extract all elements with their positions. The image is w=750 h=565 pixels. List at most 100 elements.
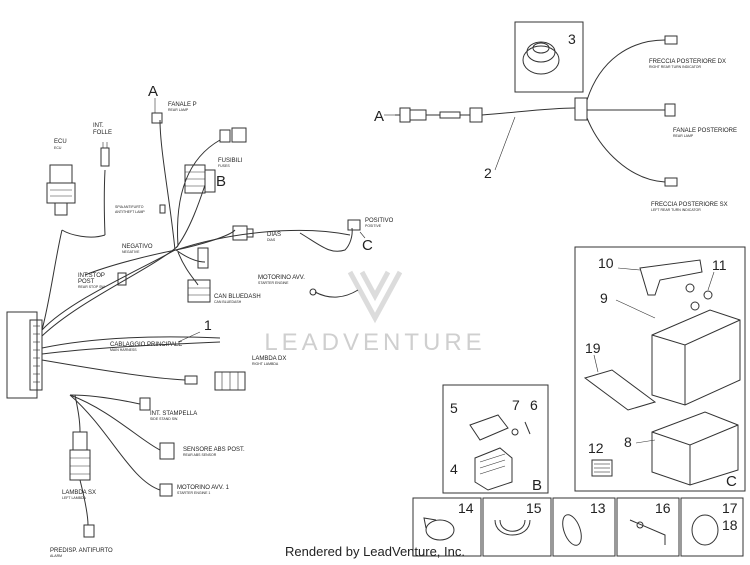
grommet-box	[514, 21, 584, 93]
label-fusibili: FUSIBILI	[218, 158, 243, 164]
watermark-logo-icon	[347, 270, 403, 324]
bracket-16-icon	[629, 519, 666, 545]
rear-connector-a	[399, 107, 411, 123]
label-negativo-sub: NEGATIVE	[122, 250, 140, 254]
battery-box-frame	[574, 246, 746, 492]
callout-13: 13	[590, 500, 606, 516]
dias-connector	[232, 225, 248, 241]
callout-15: 15	[526, 500, 542, 516]
abs-sensor-connector	[159, 442, 175, 460]
callout-a-harness: A	[148, 83, 158, 100]
starter-1-connector	[159, 483, 173, 497]
label-motorino-avv-sub: STARTER ENGINE	[258, 281, 289, 285]
callout-4: 4	[450, 461, 458, 477]
starter-lead	[314, 289, 359, 298]
fuse-screw	[524, 421, 531, 435]
callout-18: 18	[722, 517, 738, 533]
callout-9: 9	[600, 290, 608, 306]
label-int-stop-sub: REAR STOP SW	[78, 285, 105, 289]
callout-c-harness: C	[362, 237, 373, 254]
label-motorino-avv: MOTORINO AVV.	[258, 275, 305, 281]
label-fanale-post-sub: REAR LAMP	[673, 134, 694, 138]
starter-terminal	[309, 288, 317, 296]
screw-11b	[703, 290, 713, 300]
fuse-box-frame	[442, 384, 549, 494]
hose-clamp-17-icon	[691, 514, 719, 546]
can-bluedash-connector	[187, 279, 211, 303]
battery-pad	[583, 369, 657, 411]
rear-lamp-connector-post	[664, 103, 676, 117]
rear-harness-wire	[481, 107, 576, 116]
dashboard-connector	[6, 311, 38, 399]
label-int-stampella-sub: SIDE STAND SW.	[150, 417, 178, 421]
label-int-folle-2: FOLLE	[93, 130, 112, 136]
label-int-stop: INT.STOP	[78, 273, 105, 279]
clip-box-13	[552, 497, 616, 557]
rear-splitter	[574, 97, 588, 121]
callout-17: 17	[722, 500, 738, 516]
callout-a-rear: A	[374, 108, 384, 125]
callout-10: 10	[598, 255, 614, 271]
callout-16: 16	[655, 500, 671, 516]
cable-clip-15-icon	[494, 519, 531, 536]
battery-label	[591, 459, 613, 477]
clip-box-17-18	[680, 497, 744, 557]
watermark-text: LEADVENTURE	[264, 329, 485, 356]
clips-row: 14 15 13 16 17 18	[412, 497, 744, 557]
rear-harness: 3 A 2 FRECCIA POSTERIORE DX RIGHT REAR T…	[374, 21, 737, 212]
callout-1: 1	[204, 317, 212, 333]
positive-connector	[347, 219, 361, 231]
label-spia-antifurto-sub: ANTITHEFT LAMP	[115, 210, 145, 214]
label-freccia-dx: FRECCIA POSTERIORE DX	[649, 59, 726, 65]
callout-b-fuse: B	[532, 477, 542, 494]
antitheft-lamp-connector	[159, 204, 166, 214]
fuse-holder	[474, 447, 513, 491]
washer	[511, 428, 519, 436]
label-lambda-sx: LAMBDA SX	[62, 490, 96, 496]
clip-box-14	[412, 497, 482, 557]
clip-box-15	[482, 497, 552, 557]
callout-8: 8	[624, 434, 632, 450]
watermark: LEADVENTURE	[264, 270, 485, 356]
label-sensore-abs-sub: REAR ABS SENSOR	[183, 453, 217, 457]
right-turn-connector	[664, 35, 678, 45]
main-harness: A FANALE P REAR LAMP ECU ECU INT. FOLLE …	[6, 83, 394, 558]
alarm-connector	[83, 524, 95, 538]
callout-14: 14	[458, 500, 474, 516]
callout-3: 3	[568, 31, 576, 47]
connector-small	[219, 129, 231, 143]
negative-connector	[197, 247, 209, 269]
label-fanale-p: FANALE P	[168, 102, 197, 108]
label-ecu: ECU	[54, 139, 67, 145]
cable-clip-14-icon	[423, 517, 455, 541]
label-can-bluedash: CAN BLUEDASH	[214, 294, 261, 300]
label-cablaggio: CABLAGGIO PRINCIPALE	[110, 342, 182, 348]
fuse-cover	[469, 414, 509, 441]
battery-case	[651, 411, 739, 486]
label-freccia-sx-sub: LEFT REAR TURN INDICATOR	[651, 208, 701, 212]
clip-box-16	[616, 497, 680, 557]
left-turn-connector	[664, 177, 678, 187]
label-predisp-antifurto: PREDISP. ANTIFURTO	[50, 548, 113, 554]
label-cablaggio-sub: MAIN HARNESS	[110, 348, 137, 352]
label-int-stampella: INT. STAMPELLA	[150, 411, 197, 417]
label-positivo-sub: POSITIVE	[365, 224, 382, 228]
dashboard-plug	[29, 319, 43, 391]
cable-tie-13-icon	[562, 514, 582, 546]
rear-lamp-connector	[151, 112, 163, 124]
label-fanale-post: FANALE POSTERIORE	[673, 128, 737, 134]
label-dias: DIAS	[267, 232, 281, 238]
footer-credit: Rendered by LeadVenture, Inc.	[285, 544, 465, 559]
right-lambda-connector	[184, 371, 246, 391]
label-sensore-abs: SENSORE ABS POST.	[183, 447, 245, 453]
harness-trunk	[41, 336, 221, 349]
label-ecu-sub: ECU	[54, 146, 62, 150]
rear-stop-switch-connector	[117, 272, 127, 286]
fuse-box: 5 7 6 4 B	[442, 384, 549, 494]
label-lambda-dx: LAMBDA DX	[252, 356, 286, 362]
label-freccia-sx: FRECCIA POSTERIORE SX	[651, 202, 728, 208]
fuse-connector-block	[184, 164, 216, 194]
label-dias-sub: DIAS	[267, 238, 276, 242]
label-lambda-dx-sub: RIGHT LAMBDA	[252, 362, 279, 366]
